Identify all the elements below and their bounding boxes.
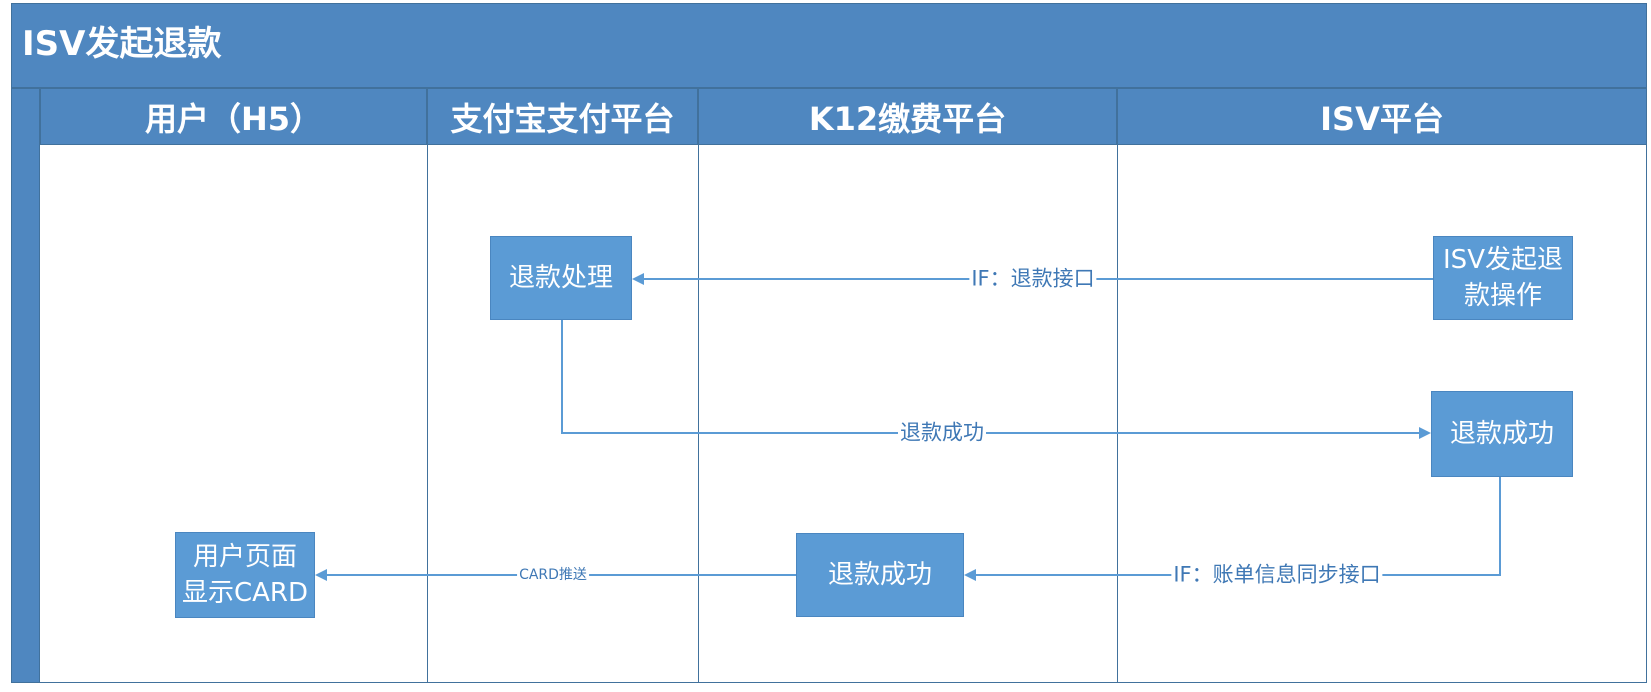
node-text: 退款成功	[827, 560, 932, 590]
node-text: 显示CARD	[181, 578, 309, 608]
node-isv-refund-success: 退款成功	[1431, 391, 1573, 477]
pool-title: ISV发起退款	[22, 24, 222, 64]
lane-divider	[698, 88, 699, 683]
lane-header-isv: ISV平台	[1117, 88, 1647, 145]
node-text: ISV发起退	[1443, 245, 1563, 275]
pool-left-strip	[11, 88, 40, 683]
lane-header-k12: K12缴费平台	[698, 88, 1117, 145]
node-text: 退款处理	[508, 263, 613, 293]
lane-header-user-h5: 用户（H5）	[40, 88, 427, 145]
lane-header-alipay: 支付宝支付平台	[427, 88, 698, 145]
flow-label-refund-success: 退款成功	[898, 420, 986, 445]
node-k12-refund-success: 退款成功	[796, 533, 964, 617]
connector-refund-success	[561, 320, 1431, 439]
node-alipay-refund-process: 退款处理	[490, 236, 632, 320]
flow-label-refund-interface: IF：退款接口	[969, 266, 1097, 291]
node-text: 用户页面	[192, 542, 297, 572]
node-user-page-card: 用户页面 显示CARD	[175, 532, 315, 618]
node-text: 款操作	[1463, 281, 1542, 311]
lane-divider	[427, 88, 428, 683]
flow-label-bill-sync: IF：账单信息同步接口	[1171, 562, 1383, 587]
node-isv-refund-operation: ISV发起退 款操作	[1433, 236, 1573, 320]
node-text: 退款成功	[1449, 419, 1554, 449]
lane-divider	[1117, 88, 1118, 683]
connector-bill-sync	[964, 477, 1501, 581]
flow-label-card-push: CARD推送	[517, 567, 589, 583]
pool-title-bar	[11, 3, 1647, 88]
